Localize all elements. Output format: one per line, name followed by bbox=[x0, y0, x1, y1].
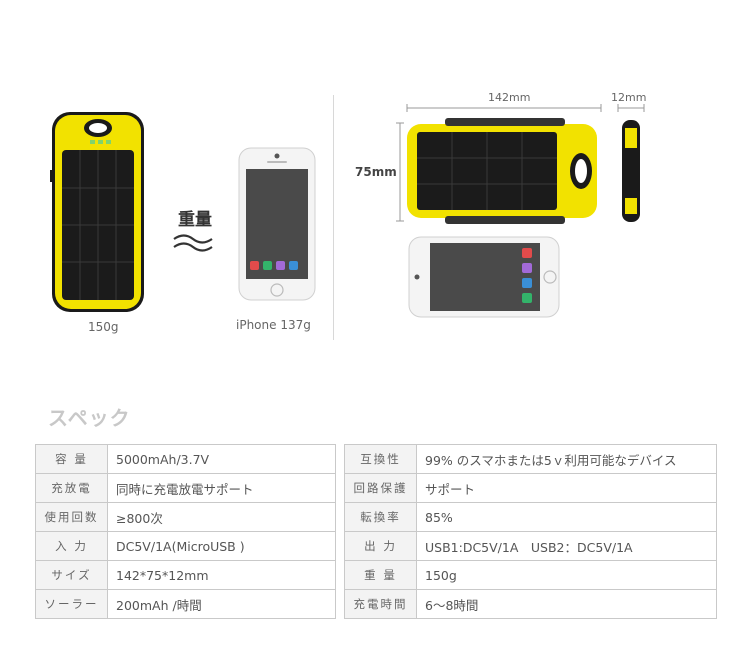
table-row: 出 力 USB1:DC5V/1A USB2：DC5V/1A bbox=[344, 531, 717, 561]
weight-label: 重量 bbox=[178, 210, 212, 230]
spec-label: サイズ bbox=[35, 560, 108, 590]
length-dimension: 142mm bbox=[488, 91, 531, 104]
table-row: 互換性 99% のスマホまたは5ｖ利用可能なデバイス bbox=[344, 444, 717, 474]
spec-label: 互換性 bbox=[344, 444, 417, 474]
solar-power-bank-front-image bbox=[50, 112, 144, 312]
table-row: 充電時間 6～8時間 bbox=[344, 589, 717, 619]
table-row: 転換率 85% bbox=[344, 502, 717, 532]
height-dimension: 75mm bbox=[355, 165, 397, 179]
spec-value: 6～8時間 bbox=[416, 589, 717, 619]
height-dimension-line bbox=[396, 122, 404, 222]
spec-label: 入 力 bbox=[35, 531, 108, 561]
power-bank-weight-caption: 150g bbox=[88, 320, 119, 334]
spec-value: USB1:DC5V/1A USB2：DC5V/1A bbox=[416, 531, 717, 561]
spec-label: 充電時間 bbox=[344, 589, 417, 619]
thickness-dimension-line bbox=[617, 104, 645, 112]
length-dimension-line bbox=[406, 104, 602, 112]
solar-power-bank-side-image bbox=[407, 118, 597, 224]
table-row: サイズ 142*75*12mm bbox=[35, 560, 336, 590]
table-row: 充放電 同時に充電放電サポート bbox=[35, 473, 336, 503]
spec-label: 重 量 bbox=[344, 560, 417, 590]
spec-value: 99% のスマホまたは5ｖ利用可能なデバイス bbox=[416, 444, 717, 474]
section-divider bbox=[333, 95, 334, 340]
spec-table-right: 互換性 99% のスマホまたは5ｖ利用可能なデバイス 回路保護 サポート 転換率… bbox=[344, 444, 717, 619]
table-row: 回路保護 サポート bbox=[344, 473, 717, 503]
spec-value: ≥800次 bbox=[107, 502, 336, 532]
iphone-image bbox=[238, 147, 316, 301]
spec-value: 85% bbox=[416, 502, 717, 532]
table-row: 入 力 DC5V/1A(MicroUSB ) bbox=[35, 531, 336, 561]
spec-label: 転換率 bbox=[344, 502, 417, 532]
spec-value: サポート bbox=[416, 473, 717, 503]
spec-section-title: スペック bbox=[48, 406, 131, 430]
table-row: 重 量 150g bbox=[344, 560, 717, 590]
table-row: ソーラー 200mAh /時間 bbox=[35, 589, 336, 619]
spec-label: 充放電 bbox=[35, 473, 108, 503]
spec-value: DC5V/1A(MicroUSB ) bbox=[107, 531, 336, 561]
table-row: 使用回数 ≥800次 bbox=[35, 502, 336, 532]
spec-label: 回路保護 bbox=[344, 473, 417, 503]
spec-label: 容 量 bbox=[35, 444, 108, 474]
spec-value: 142*75*12mm bbox=[107, 560, 336, 590]
spec-label: 出 力 bbox=[344, 531, 417, 561]
spec-label: 使用回数 bbox=[35, 502, 108, 532]
iphone-weight-caption: iPhone 137g bbox=[236, 318, 311, 332]
spec-value: 5000mAh/3.7V bbox=[107, 444, 336, 474]
spec-table-left: 容 量 5000mAh/3.7V 充放電 同時に充電放電サポート 使用回数 ≥8… bbox=[35, 444, 336, 619]
spec-value: 同時に充電放電サポート bbox=[107, 473, 336, 503]
solar-power-bank-edge-image bbox=[622, 120, 640, 222]
thickness-dimension: 12mm bbox=[611, 91, 647, 104]
spec-value: 150g bbox=[416, 560, 717, 590]
table-row: 容 量 5000mAh/3.7V bbox=[35, 444, 336, 474]
spec-label: ソーラー bbox=[35, 589, 108, 619]
iphone-landscape-image bbox=[408, 236, 560, 318]
spec-value: 200mAh /時間 bbox=[107, 589, 336, 619]
approx-equal-icon bbox=[173, 234, 213, 252]
